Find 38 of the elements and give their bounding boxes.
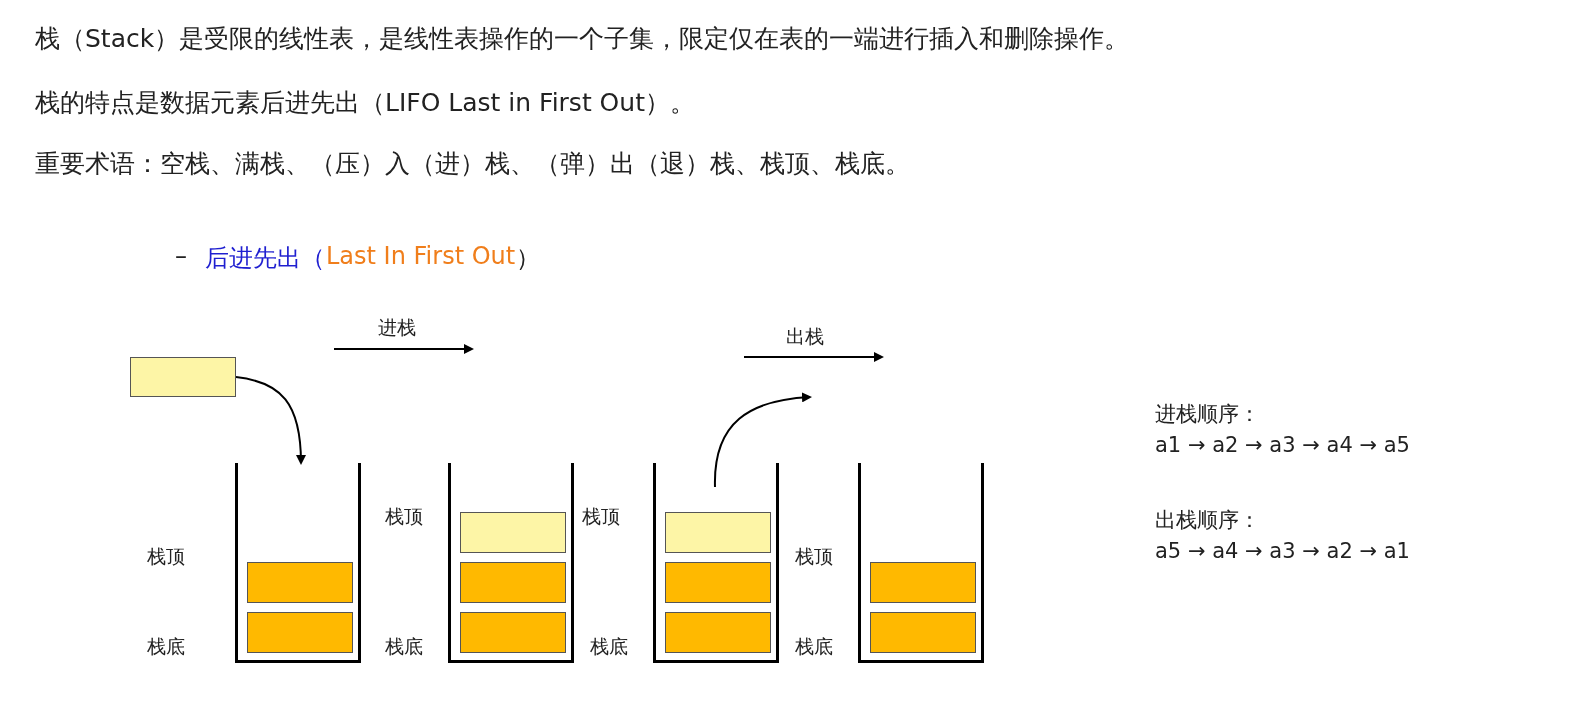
stack-element: [665, 612, 771, 653]
top-label: 栈顶: [147, 544, 185, 569]
bottom-label: 栈底: [795, 634, 833, 659]
stack-element: [247, 612, 353, 653]
description-text: 栈的特点是数据元素后进先出（LIFO Last in First Out）。: [35, 87, 695, 119]
top-label: 栈顶: [385, 504, 423, 529]
sequence-heading: 出栈顺序：: [1155, 507, 1260, 534]
stack-element: [870, 562, 976, 603]
stack-element: [130, 357, 236, 397]
curved-arrow: [235, 376, 306, 465]
arrow-label: 出栈: [786, 324, 824, 349]
description-text: 栈（Stack）是受限的线性表，是线性表操作的一个子集，限定仅在表的一端进行插入和删除操作。: [35, 23, 1130, 55]
sequence-text: a5 → a4 → a3 → a2 → a1: [1155, 539, 1410, 563]
bottom-label: 栈底: [590, 634, 628, 659]
heading-text: ）: [516, 243, 541, 274]
stack-container: [858, 463, 984, 663]
stack-element: [460, 512, 566, 553]
heading-text: Last In First Out: [326, 242, 516, 270]
stack-container: [448, 463, 574, 663]
stack-element: [665, 562, 771, 603]
stack-element: [870, 612, 976, 653]
description-text: 重要术语：空栈、满栈、（压）入（进）栈、（弹）出（退）栈、栈顶、栈底。: [35, 148, 910, 180]
stack-element: [247, 562, 353, 603]
stack-element: [460, 612, 566, 653]
arrow-label: 进栈: [378, 315, 416, 340]
stack-element: [460, 562, 566, 603]
sequence-text: a1 → a2 → a3 → a4 → a5: [1155, 433, 1410, 457]
stack-element: [665, 512, 771, 553]
top-label: 栈顶: [582, 504, 620, 529]
bottom-label: 栈底: [147, 634, 185, 659]
stack-container: [235, 463, 361, 663]
bullet-dash: –: [175, 242, 187, 270]
sequence-heading: 进栈顺序：: [1155, 401, 1260, 428]
heading-text: 后进先出（: [205, 243, 325, 274]
bottom-label: 栈底: [385, 634, 423, 659]
curved-arrow: [714, 392, 812, 488]
top-label: 栈顶: [795, 544, 833, 569]
stack-container: [653, 463, 779, 663]
